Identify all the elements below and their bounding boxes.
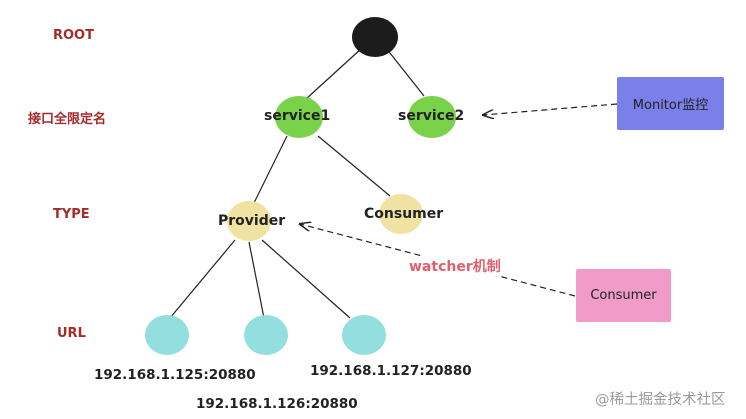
edge-provider-url3 [261,239,351,319]
watermark: @稀土掘金技术社区 [595,392,726,408]
provider-node [227,201,271,241]
level-label-root: ROOT [53,28,94,43]
url-node-3 [342,315,386,355]
edge-root-service2 [385,47,425,97]
edge-root-service1 [305,47,363,100]
service1-label: service1 [264,108,331,124]
edge-service1-consumer [317,135,391,197]
service2-label: service2 [398,108,465,124]
level-label-url: URL [57,326,86,341]
url-node-2 [244,315,288,355]
url-node-1 [145,315,189,355]
url-label-3: 192.168.1.127:20880 [310,363,472,379]
consumer-node [379,194,423,234]
edge-provider-url2 [248,241,265,319]
consumer-box: Consumer [576,269,671,322]
service2-node [408,96,456,138]
root-node [352,17,398,57]
edge-service1-provider [251,135,288,208]
edge-provider-url1 [169,239,236,319]
provider-label: Provider [218,213,286,229]
monitor-arrow [483,103,618,115]
url-label-2: 192.168.1.126:20880 [196,396,358,412]
watcher-label: watcher机制 [409,256,501,276]
level-label-interface-name: 接口全限定名 [28,112,107,127]
url-label-1: 192.168.1.125:20880 [94,367,256,383]
level-label-type: TYPE [53,207,90,222]
service1-node [275,96,323,138]
consumer-label: Consumer [364,206,444,222]
monitor-box: Monitor监控 [617,77,724,130]
